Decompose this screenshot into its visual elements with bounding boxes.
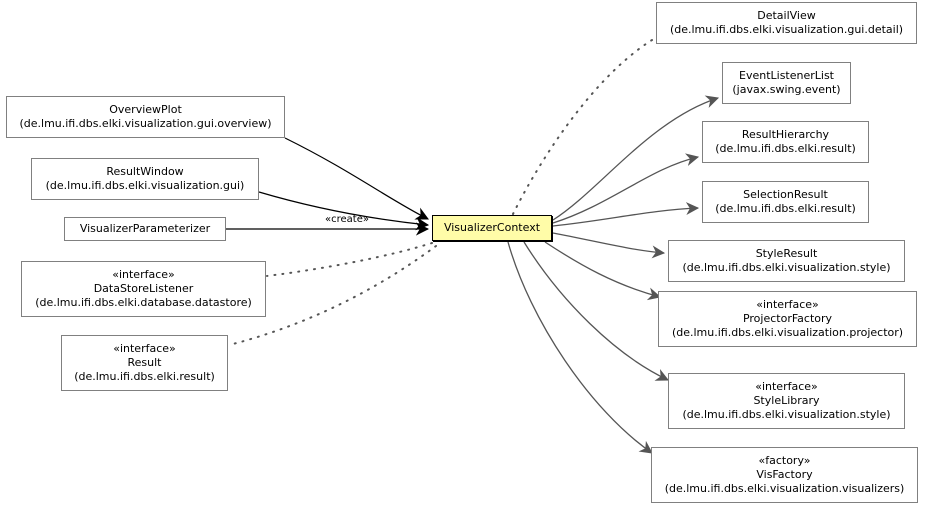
- edge-style-result: [552, 232, 666, 259]
- edge-detail-view: [512, 36, 658, 215]
- node-class-name: DetailView: [757, 9, 816, 22]
- node-class-name: ProjectorFactory: [742, 312, 833, 325]
- node-package: (de.lmu.ifi.dbs.elki.visualization.proje…: [671, 326, 904, 339]
- node-package: (de.lmu.ifi.dbs.elki.visualization.gui): [45, 179, 245, 192]
- node-visualizer-context[interactable]: VisualizerContext: [432, 215, 552, 241]
- node-data-store-listener[interactable]: «interface» DataStoreListener (de.lmu.if…: [21, 261, 266, 317]
- edge-implements-data-store-listener: [266, 242, 433, 277]
- node-visualizer-parameterizer[interactable]: VisualizerParameterizer: [64, 217, 226, 241]
- edge-result-hierarchy: [552, 153, 700, 224]
- node-class-name: EventListenerList: [739, 69, 834, 82]
- node-result-window[interactable]: ResultWindow (de.lmu.ifi.dbs.elki.visual…: [31, 158, 259, 200]
- node-result-hierarchy[interactable]: ResultHierarchy (de.lmu.ifi.dbs.elki.res…: [702, 121, 869, 163]
- node-package: (javax.swing.event): [732, 83, 841, 96]
- node-detail-view[interactable]: DetailView (de.lmu.ifi.dbs.elki.visualiz…: [656, 2, 917, 44]
- node-class-name: VisualizerContext: [443, 221, 541, 234]
- node-package: (de.lmu.ifi.dbs.elki.visualization.style…: [682, 261, 891, 274]
- edge-projector-factory: [544, 241, 662, 301]
- node-package: (de.lmu.ifi.dbs.elki.visualization.style…: [682, 408, 891, 421]
- node-event-listener-list[interactable]: EventListenerList (javax.swing.event): [722, 62, 851, 104]
- node-class-name: OverviewPlot: [109, 103, 182, 116]
- node-result[interactable]: «interface» Result (de.lmu.ifi.dbs.elki.…: [61, 335, 228, 391]
- node-package: (de.lmu.ifi.dbs.elki.result): [74, 370, 215, 383]
- node-stereotype: «interface»: [755, 380, 818, 393]
- edge-event-listener-list: [552, 95, 720, 221]
- node-overview-plot[interactable]: OverviewPlot (de.lmu.ifi.dbs.elki.visual…: [6, 96, 285, 138]
- node-style-result[interactable]: StyleResult (de.lmu.ifi.dbs.elki.visuali…: [668, 240, 905, 282]
- edge-vis-factory: [507, 241, 653, 454]
- edge-style-library: [523, 241, 669, 381]
- node-class-name: VisFactory: [756, 468, 813, 481]
- node-selection-result[interactable]: SelectionResult (de.lmu.ifi.dbs.elki.res…: [702, 181, 869, 223]
- node-package: (de.lmu.ifi.dbs.elki.result): [715, 202, 856, 215]
- node-package: (de.lmu.ifi.dbs.elki.visualization.visua…: [664, 482, 905, 495]
- node-class-name: SelectionResult: [743, 188, 828, 201]
- node-class-name: StyleLibrary: [753, 394, 820, 407]
- node-class-name: Result: [127, 356, 162, 369]
- node-class-name: ResultHierarchy: [741, 128, 830, 141]
- node-class-name: ResultWindow: [106, 165, 184, 178]
- edge-selection-result: [552, 202, 700, 227]
- node-package: (de.lmu.ifi.dbs.elki.visualization.gui.o…: [19, 117, 272, 130]
- node-projector-factory[interactable]: «interface» ProjectorFactory (de.lmu.ifi…: [658, 291, 917, 347]
- node-package: (de.lmu.ifi.dbs.elki.visualization.gui.d…: [669, 23, 904, 36]
- node-package: (de.lmu.ifi.dbs.elki.database.datastore): [35, 296, 252, 309]
- edge-overview-plot-uses: [284, 137, 429, 220]
- node-stereotype: «interface»: [112, 268, 175, 281]
- node-stereotype: «factory»: [758, 454, 811, 467]
- node-package: (de.lmu.ifi.dbs.elki.result): [715, 142, 856, 155]
- node-class-name: StyleResult: [755, 247, 818, 260]
- edge-label-create: «create»: [325, 214, 369, 225]
- node-vis-factory[interactable]: «factory» VisFactory (de.lmu.ifi.dbs.elk…: [651, 447, 918, 503]
- node-style-library[interactable]: «interface» StyleLibrary (de.lmu.ifi.dbs…: [668, 373, 905, 429]
- node-stereotype: «interface»: [113, 342, 176, 355]
- node-stereotype: «interface»: [756, 298, 819, 311]
- node-class-name: DataStoreListener: [93, 282, 194, 295]
- node-class-name: VisualizerParameterizer: [79, 222, 211, 235]
